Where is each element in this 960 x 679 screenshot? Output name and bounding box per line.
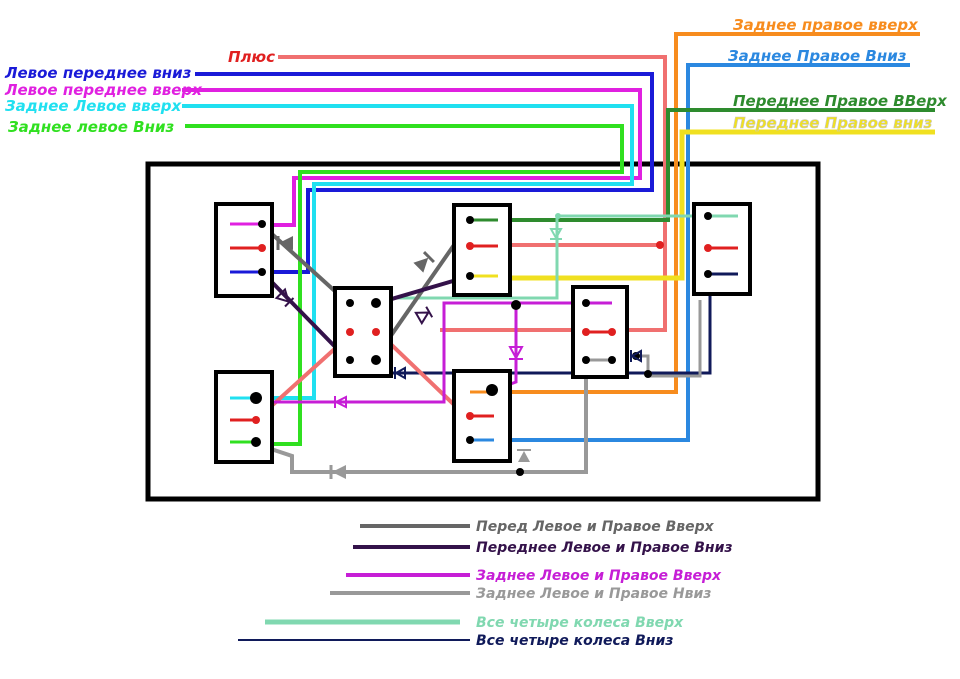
diode-icon [414,306,434,326]
junction-dot [511,300,521,310]
legend-rear-up: Заднее Левое и Правое Вверх [476,568,722,584]
label-front-right-up: Переднее Правое ВВерх [733,92,948,110]
label-rear-left-up: Заднее Левое вверх [5,97,183,115]
legend-all-down: Все четыре колеса Вниз [476,633,673,649]
wire-front-right-down [470,129,935,281]
wire-rear-up [256,301,612,404]
label-front-right-down: Переднее Правое вниз [733,114,933,132]
label-rear-right-down: Заднее Правое Вниз [728,47,907,65]
label-left-front-down: Левое переднее вниз [4,64,192,82]
diode-icon [274,287,295,308]
junction-dot [555,213,561,219]
legend-front-down: Переднее Левое и Правое Вниз [476,540,733,556]
switch-front-middle [452,203,512,297]
legend-rear-down: Заднее Левое и Правое Нвиз [476,586,711,602]
diode-icon [629,349,642,363]
wire-rear-down [255,358,612,474]
label-plus: Плюс [228,48,275,66]
wire-all-up [374,214,738,300]
diode-icon [508,346,524,361]
wire-front-right-up [470,108,935,222]
diode-icon [413,251,435,273]
diode-icon [517,449,531,462]
wire-plus [278,55,667,332]
switch-center-right [571,285,629,379]
label-rear-right-up: Заднее правое вверх [733,16,919,34]
switch-rear-middle [452,369,512,463]
switch-front-right [692,202,752,296]
switch-front-left [214,202,274,298]
wire-rear-right-down [496,63,910,442]
legend-front-up: Перед Левое и Правое Вверх [476,519,715,535]
junction-dot [644,370,652,378]
wire-left-front-down [195,72,654,274]
wire-rear-down-2 [636,300,702,378]
junction-dot [656,241,664,249]
diode-icon [333,395,347,409]
label-left-front-up: Левое переднее вверх [4,81,203,99]
switch-rear-left [214,370,274,464]
main-box [145,161,821,502]
diode-icon [276,236,293,250]
legend-all-up: Все четыре колеса Вверх [476,615,684,631]
label-rear-left-down: Заднее левое Вниз [8,118,174,136]
diode-icon [393,366,406,380]
diode-icon [549,228,563,241]
wire-left-front-up [182,88,642,227]
junction-dot [516,468,524,476]
wire-rear-left-down [185,124,624,446]
diode-icon [329,465,346,479]
switch-center-left [333,286,393,378]
